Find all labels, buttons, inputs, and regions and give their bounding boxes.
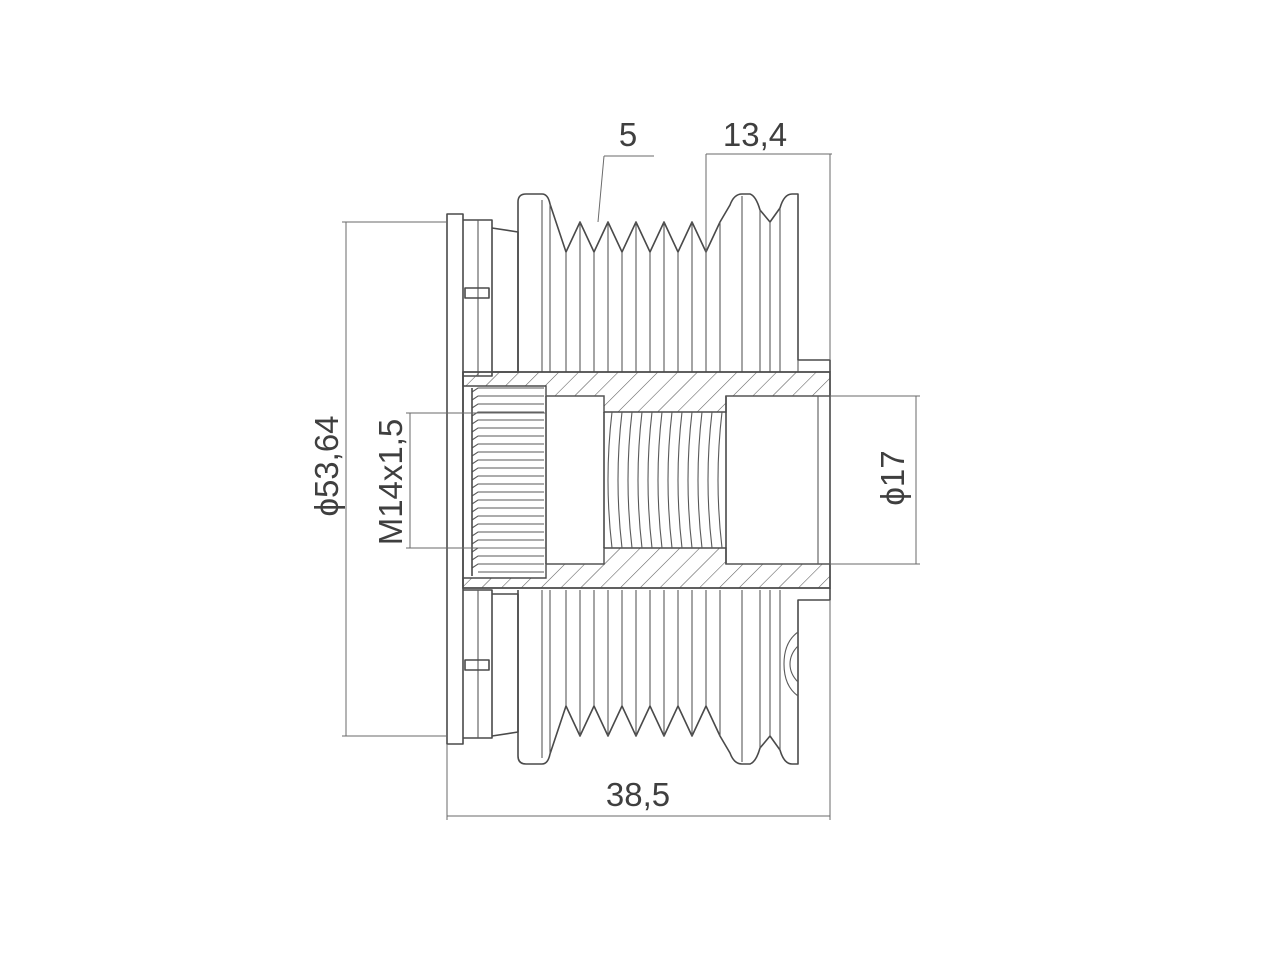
left-flange [446, 213, 519, 745]
internal-thread [607, 411, 723, 549]
spline-teeth [471, 387, 544, 576]
thread-label: M14x1,5 [372, 419, 409, 546]
right-offset-label: 13,4 [723, 116, 787, 153]
overall-length-label: 38,5 [606, 776, 670, 813]
outer-diameter-label: ϕ53,64 [308, 415, 345, 516]
section-cut [462, 371, 831, 589]
dimension-lines [342, 153, 920, 820]
groove-pitch-label: 5 [619, 116, 637, 153]
bore-diameter-label: ϕ17 [874, 450, 911, 505]
lower-pulley-profile [517, 588, 831, 765]
upper-pulley-profile [517, 193, 831, 372]
